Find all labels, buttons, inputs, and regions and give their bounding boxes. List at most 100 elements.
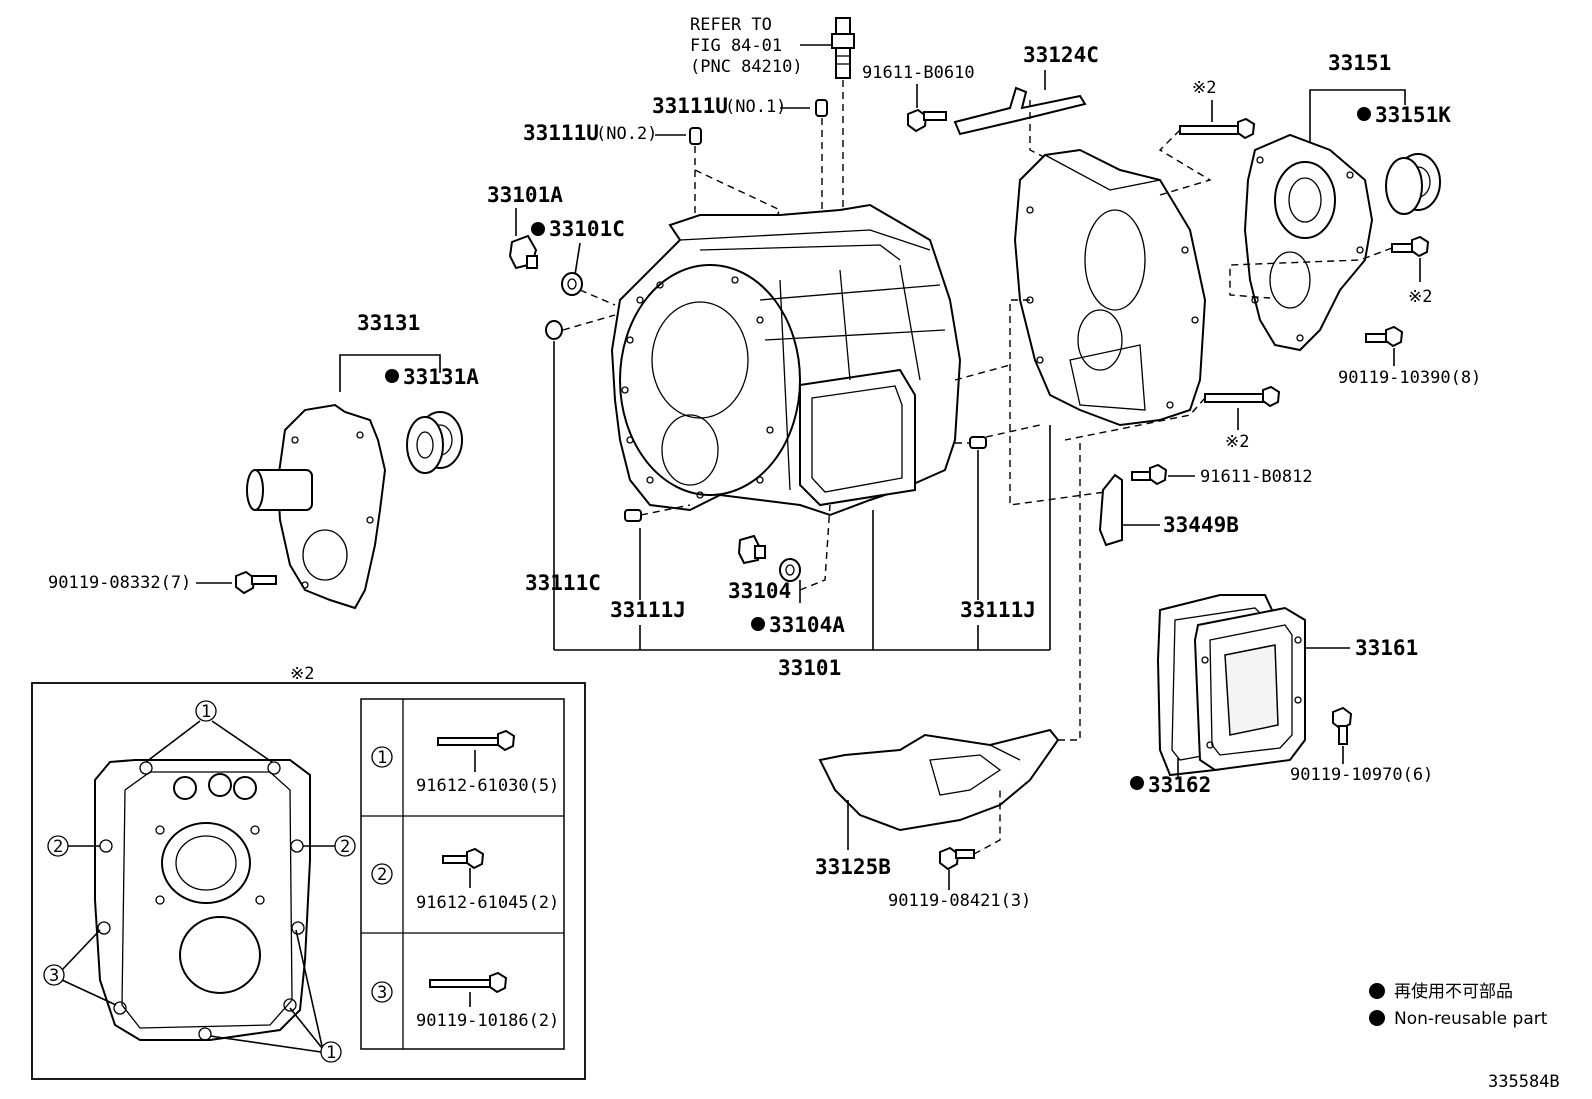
label-33101A[interactable]: 33101A	[487, 183, 563, 207]
mark2-right: ※2	[1408, 287, 1432, 307]
refer-line2: FIG 84-01	[690, 36, 782, 56]
label-90119-10390[interactable]: 90119-10390(8)	[1338, 368, 1481, 388]
label-90119-08332[interactable]: 90119-08332(7)	[48, 573, 191, 593]
oil-seal-33131A-icon	[406, 411, 463, 474]
bolt-90119-10390-icon	[1365, 325, 1404, 348]
inset-title: ※2	[290, 664, 314, 684]
label-33101C[interactable]: 33101C	[549, 217, 625, 241]
diagram-id: 335584B	[1488, 1072, 1560, 1092]
pin-33111J-right-icon	[969, 436, 987, 449]
label-33131[interactable]: 33131	[357, 311, 420, 335]
nonreusable-dot-33101C	[531, 222, 545, 236]
callout-1-bottom: 1	[320, 1041, 342, 1063]
intermediate-plate-icon	[1013, 148, 1207, 427]
pin-33111U-no2-icon	[689, 127, 702, 145]
table-row-3-num: 3	[377, 983, 387, 1003]
refer-line3: (PNC 84210)	[690, 57, 803, 77]
label-33151K[interactable]: 33151K	[1375, 103, 1451, 127]
label-33162[interactable]: 33162	[1148, 773, 1211, 797]
cover-33161-icon	[1193, 606, 1306, 772]
label-33124C[interactable]: 33124C	[1023, 43, 1099, 67]
plug-33101A-icon	[508, 234, 538, 270]
callout-2-right: 2	[334, 835, 356, 857]
svg-text:1: 1	[326, 1043, 336, 1063]
svg-text:2: 2	[53, 837, 63, 857]
svg-text:2: 2	[340, 837, 350, 857]
label-33161[interactable]: 33161	[1355, 636, 1418, 660]
bolt-90119-08332-icon	[235, 570, 277, 595]
table-row-1: 1 91612-61030(5)	[371, 729, 559, 796]
gasket-33111C-icon	[545, 320, 563, 340]
label-33111J-left[interactable]: 33111J	[610, 598, 686, 622]
legend-text-en: Non-reusable part	[1394, 1009, 1548, 1029]
nonreusable-dot-33131A	[385, 369, 399, 383]
inset-frame	[31, 682, 586, 1080]
label-90119-08421[interactable]: 90119-08421(3)	[888, 891, 1031, 911]
gasket-33104A-icon	[779, 558, 801, 582]
svg-text:3: 3	[49, 966, 59, 986]
label-33449B[interactable]: 33449B	[1163, 513, 1239, 537]
table-row-2: 2 91612-61045(2)	[371, 847, 559, 913]
nonreusable-dot-33151K	[1357, 107, 1371, 121]
refer-line1: REFER TO	[690, 15, 772, 35]
callout-3-left: 3	[43, 964, 65, 986]
sensor-84210-icon	[831, 17, 855, 79]
callout-1-top: 1	[195, 700, 217, 722]
label-33131A[interactable]: 33131A	[403, 365, 479, 389]
refer-note[interactable]: REFER TO FIG 84-01 (PNC 84210)	[690, 15, 803, 77]
svg-text:1: 1	[201, 702, 211, 722]
pin-33111J-left-icon	[624, 509, 642, 522]
legend: 再使用不可部品 Non-reusable part	[1369, 981, 1548, 1029]
table-row-1-num: 1	[377, 748, 387, 768]
label-33125B[interactable]: 33125B	[815, 855, 891, 879]
label-91611-B0812[interactable]: 91611-B0812	[1200, 467, 1313, 487]
label-90119-10970[interactable]: 90119-10970(6)	[1290, 765, 1433, 785]
bolt-91612-61030-icon	[437, 729, 516, 752]
transmission-case-33101-icon	[610, 203, 962, 517]
legend-dot-en	[1369, 1010, 1385, 1026]
table-row-3-part: 90119-10186(2)	[416, 1011, 559, 1031]
inset-bolt-table	[360, 698, 565, 1050]
inset-case-rear-view-icon	[94, 759, 311, 1041]
label-33111J-right[interactable]: 33111J	[960, 598, 1036, 622]
bolt-90119-10186-icon	[429, 971, 508, 994]
gasket-33101C-icon	[561, 272, 583, 296]
table-row-2-num: 2	[377, 865, 387, 885]
callout-2-left: 2	[47, 835, 69, 857]
bolt-91611-B0610-icon	[907, 108, 947, 133]
bracket-33449B-icon	[1098, 473, 1123, 547]
table-row-3: 3 90119-10186(2)	[371, 971, 559, 1031]
label-33104A[interactable]: 33104A	[769, 613, 845, 637]
pin-33111U-no1-icon	[815, 99, 828, 117]
label-33101[interactable]: 33101	[778, 656, 841, 680]
label-33111U-no1[interactable]: 33111U	[652, 94, 728, 118]
long-bolt-top-icon	[1179, 117, 1256, 140]
table-row-2-part: 91612-61045(2)	[416, 893, 559, 913]
rear-housing-33151-icon	[1243, 133, 1374, 352]
label-33111U-no2-sub: (NO.2)	[596, 124, 657, 144]
bracket-33124C-icon	[953, 86, 1087, 136]
bolt-90119-08421-icon	[939, 846, 975, 871]
label-91611-B0610[interactable]: 91611-B0610	[862, 63, 975, 83]
oil-seal-33151K-icon	[1385, 153, 1441, 215]
label-33111C[interactable]: 33111C	[525, 571, 601, 595]
plate-33125B-icon	[818, 728, 1060, 832]
extension-housing-33131-icon	[246, 403, 387, 610]
bolt-91612-61045-icon	[442, 847, 485, 870]
long-bolt-bottom-icon	[1204, 385, 1281, 408]
nonreusable-dot-33104A	[751, 617, 765, 631]
bolt-90119-10970-icon	[1332, 706, 1353, 745]
bolt-mark2-right-icon	[1391, 235, 1430, 258]
label-33104[interactable]: 33104	[728, 579, 791, 603]
label-33111U-no1-sub: (NO.1)	[725, 97, 786, 117]
label-33151[interactable]: 33151	[1328, 51, 1391, 75]
legend-text-jp: 再使用不可部品	[1394, 981, 1513, 1002]
table-row-1-part: 91612-61030(5)	[416, 776, 559, 796]
nonreusable-dot-33162	[1130, 776, 1144, 790]
bolt-91611-B0812-icon	[1131, 463, 1168, 486]
label-33111U-no2[interactable]: 33111U	[523, 121, 599, 145]
legend-dot-jp	[1369, 983, 1385, 999]
mark2-top: ※2	[1192, 78, 1216, 98]
plug-33104-icon	[737, 534, 766, 565]
